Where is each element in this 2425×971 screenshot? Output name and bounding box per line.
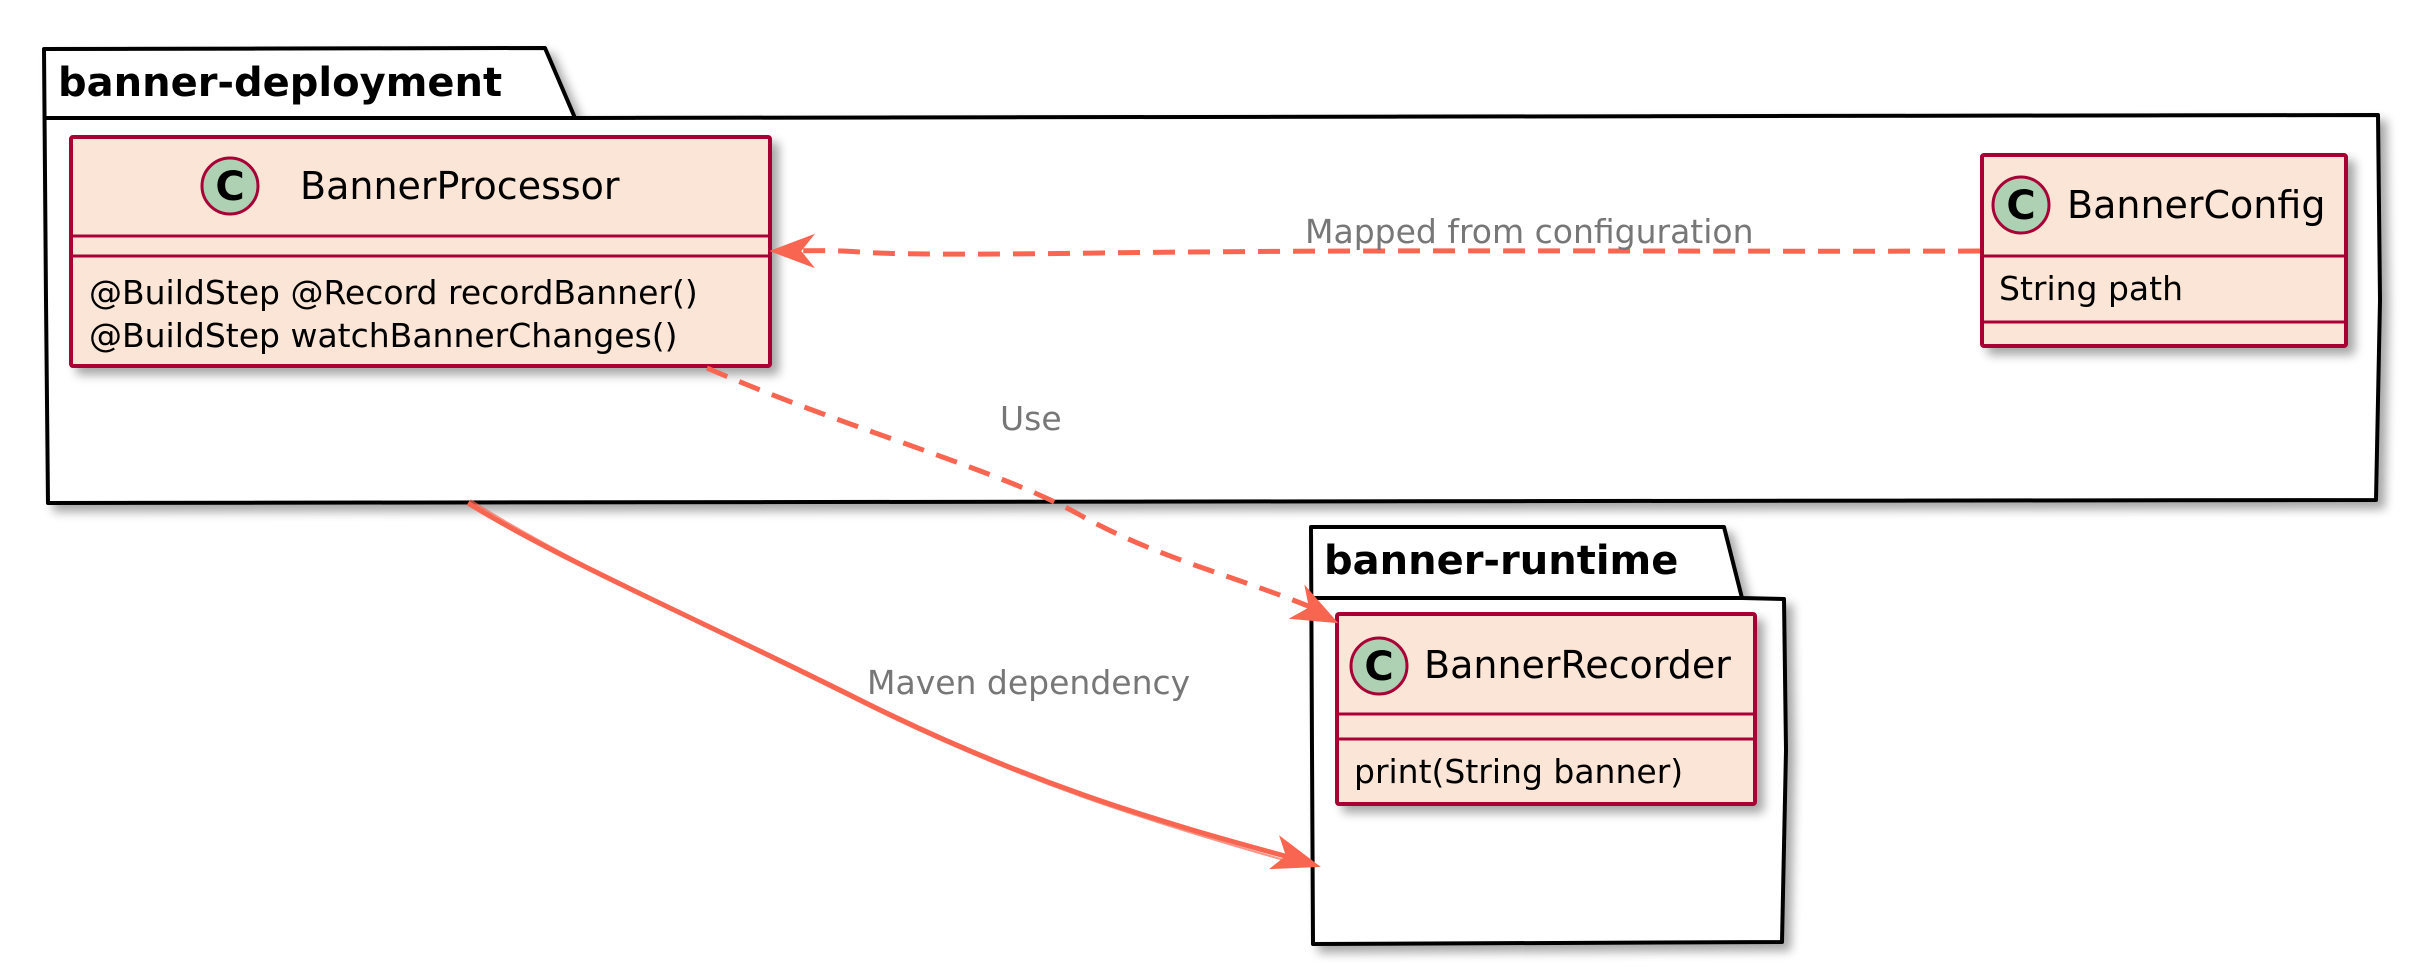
edge-label: Use xyxy=(1000,399,1062,438)
arrowhead-icon xyxy=(769,233,816,269)
dependency-arrow-line-sketch xyxy=(469,499,1299,865)
package-banner-runtime-title: banner-runtime xyxy=(1324,538,1678,584)
svg-text:C: C xyxy=(2006,183,2035,229)
class-box xyxy=(1980,153,2348,348)
class-member: print(String banner) xyxy=(1354,752,1683,791)
edge-use: Use xyxy=(706,365,1339,624)
package-banner-deployment-title: banner-deployment xyxy=(58,60,502,106)
class-c-icon: C xyxy=(200,156,260,216)
dependency-arrow-line xyxy=(789,248,1981,257)
class-c-icon: C xyxy=(1349,636,1409,696)
class-banner-config[interactable]: C BannerConfig String path xyxy=(1980,153,2348,348)
class-banner-recorder[interactable]: C BannerRecorder print(String banner) xyxy=(1335,612,1757,806)
svg-text:C: C xyxy=(1364,644,1393,690)
dependency-arrow-line xyxy=(466,500,1301,863)
class-name: BannerConfig xyxy=(2067,183,2325,227)
edge-maven-dependency: Maven dependency xyxy=(466,499,1321,870)
class-banner-processor[interactable]: C BannerProcessor @BuildStep @Record rec… xyxy=(69,135,772,368)
class-member: String path xyxy=(1999,269,2183,308)
edge-mapped-from-configuration: Mapped from configuration xyxy=(769,212,1981,269)
class-name: BannerProcessor xyxy=(300,164,620,208)
class-c-icon: C xyxy=(1991,175,2051,235)
class-name: BannerRecorder xyxy=(1424,643,1731,687)
edge-label: Maven dependency xyxy=(867,663,1190,702)
class-box xyxy=(1335,612,1757,806)
arrowhead-icon xyxy=(1268,835,1321,870)
svg-text:C: C xyxy=(215,164,244,210)
arrowhead-icon xyxy=(1288,584,1339,624)
class-member: @BuildStep @Record recordBanner() xyxy=(89,273,698,312)
dependency-arrow-line xyxy=(706,365,1324,615)
edge-label: Mapped from configuration xyxy=(1305,212,1754,251)
class-member: @BuildStep watchBannerChanges() xyxy=(89,316,678,355)
